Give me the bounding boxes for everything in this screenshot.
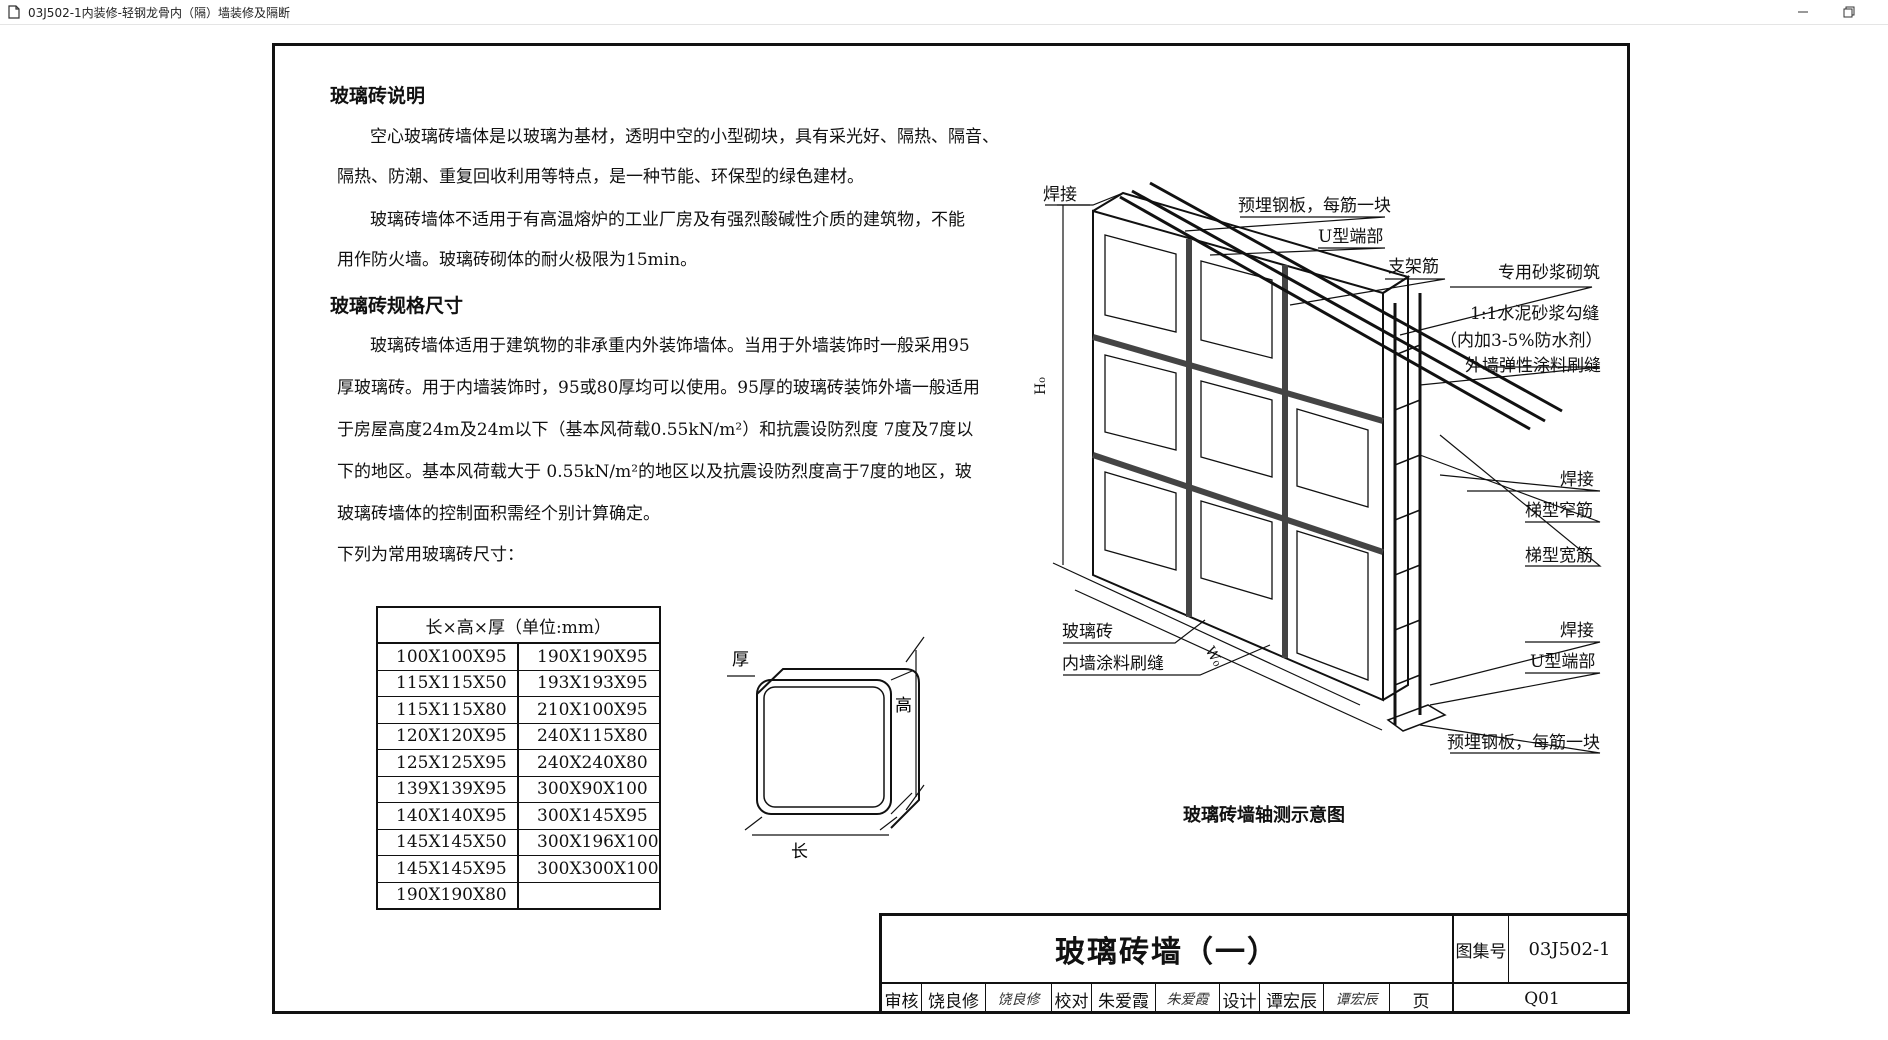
isometric-wall-drawing [1052, 181, 1563, 732]
table-cell: 210X100X95 [518, 696, 660, 724]
paragraph-line: 玻璃砖墙体适用于建筑物的非承重内外装饰墙体。当用于外墙装饰时一般采用95 [370, 336, 970, 356]
table-cell: 120X120X95 [377, 723, 519, 750]
label-embedded-plate-bottom: 预埋钢板，每筋一块 [1447, 733, 1600, 753]
table-cell: 125X125X95 [377, 749, 519, 777]
table-cell: 100X100X95 [377, 643, 519, 671]
paragraph-line: 玻璃砖墙体不适用于有高温熔炉的工业厂房及有强烈酸碱性介质的建筑物，不能 [370, 210, 965, 230]
label-interior-coating: 内墙涂料刷缝 [1062, 654, 1164, 674]
title-block: 玻璃砖墙（一） 图集号 03J502-1 审核 饶良修 饶良修 校对 朱爱霞 朱… [879, 913, 1630, 1014]
document-viewer[interactable]: 玻璃砖说明 空心玻璃砖墙体是以玻璃为基材，透明中空的小型砌块，具有采光好、隔热、… [0, 25, 1888, 1040]
label-ladder-narrow: 梯型窄筋 [1525, 501, 1593, 521]
label-u-end-top: U型端部 [1318, 227, 1383, 247]
page-label: 页 [1390, 984, 1454, 1014]
restore-icon [1843, 6, 1855, 18]
label-cement-joint-2: （内加3-5%防水剂） [1440, 331, 1603, 351]
dimension-thickness-label: 厚 [732, 650, 749, 670]
paragraph-line: 于房屋高度24m及24m以下（基本风荷载0.55kN/m²）和抗震设防烈度 7度… [337, 420, 974, 440]
table-cell: 300X145X95 [518, 802, 660, 830]
label-support-bar: 支架筋 [1388, 257, 1439, 277]
label-embedded-plate-top: 预埋钢板，每筋一块 [1238, 196, 1391, 216]
reviewer-signature: 饶良修 [986, 984, 1052, 1014]
section-heading-description: 玻璃砖说明 [330, 85, 426, 107]
paragraph-line: 空心玻璃砖墙体是以玻璃为基材，透明中空的小型砌块，具有采光好、隔热、隔音、 [370, 127, 999, 147]
label-cement-joint-1: 1:1水泥砂浆勾缝 [1470, 304, 1599, 324]
table-cell: 240X240X80 [518, 749, 660, 777]
table-cell: 115X115X80 [377, 696, 519, 724]
paragraph-line: 玻璃砖墙体的控制面积需经个别计算确定。 [337, 504, 660, 524]
table-cell: 145X145X50 [377, 829, 519, 856]
paragraph-line: 下的地区。基本风荷载大于 0.55kN/m²的地区以及抗震设防烈度高于7度的地区… [337, 462, 972, 482]
design-label: 设计 [1220, 984, 1260, 1014]
label-glass-brick: 玻璃砖 [1062, 622, 1113, 642]
drawing-title: 玻璃砖墙（一） [882, 916, 1454, 982]
dimension-height-label: 高 [895, 696, 912, 716]
minimize-button[interactable] [1780, 0, 1826, 24]
checker-signature: 朱爱霞 [1156, 984, 1220, 1014]
window-title-bar: 03J502-1内装修-轻钢龙骨内（隔）墙装修及隔断 [0, 0, 1888, 25]
atlas-number-label: 图集号 [1454, 916, 1509, 982]
dimension-length-label: 长 [791, 842, 808, 862]
table-cell: 139X139X95 [377, 776, 519, 803]
glass-block-drawing [727, 636, 925, 836]
app-document-icon [8, 5, 20, 19]
review-label: 审核 [882, 984, 922, 1014]
table-cell [518, 882, 660, 910]
diagram-caption: 玻璃砖墙轴测示意图 [1183, 804, 1345, 826]
paragraph-line: 下列为常用玻璃砖尺寸： [337, 545, 524, 565]
table-cell: 140X140X95 [377, 802, 519, 830]
label-weld-mid: 焊接 [1560, 470, 1594, 490]
minimize-icon [1798, 11, 1808, 13]
table-cell: 240X115X80 [518, 723, 660, 750]
paragraph-line: 隔热、防潮、重复回收利用等特点，是一种节能、环保型的绿色建材。 [337, 167, 864, 187]
table-cell: 300X196X100 [518, 829, 660, 856]
technical-drawings: 厚 高 长 [727, 181, 1603, 862]
paragraph-line: 厚玻璃砖。用于内墙装饰时，95或80厚均可以使用。95厚的玻璃砖装饰外墙一般适用 [337, 378, 980, 398]
reviewer-name: 饶良修 [922, 984, 986, 1014]
table-cell: 193X193X95 [518, 670, 660, 697]
table-cell: 115X115X50 [377, 670, 519, 697]
label-weld-bottom: 焊接 [1560, 621, 1594, 641]
label-u-end-bottom: U型端部 [1530, 652, 1595, 672]
table-cell: 300X300X100 [518, 855, 660, 883]
table-header: 长×高×厚（单位:mm） [377, 607, 660, 644]
label-h0: H₀ [1033, 377, 1049, 395]
restore-button[interactable] [1826, 0, 1872, 24]
page-number: Q01 [1524, 989, 1560, 1009]
leader-lines [1045, 192, 1602, 754]
label-weld-top: 焊接 [1043, 185, 1077, 205]
signature-row: 审核 饶良修 饶良修 校对 朱爱霞 朱爱霞 设计 谭宏辰 谭宏辰 页 Q01 [882, 982, 1630, 1014]
designer-name: 谭宏辰 [1260, 984, 1324, 1014]
label-ladder-wide: 梯型宽筋 [1525, 546, 1593, 566]
drawing-sheet [272, 43, 1630, 1014]
table-row: 190X190X80 [377, 882, 660, 910]
section-heading-sizes: 玻璃砖规格尺寸 [330, 295, 464, 317]
table-cell: 190X190X95 [518, 643, 660, 671]
table-cell: 145X145X95 [377, 855, 519, 883]
label-exterior-coating: 外墙弹性涂料刷缝 [1465, 356, 1601, 376]
checker-name: 朱爱霞 [1092, 984, 1156, 1014]
atlas-number: 03J502-1 [1528, 938, 1611, 960]
window-title: 03J502-1内装修-轻钢龙骨内（隔）墙装修及隔断 [28, 5, 291, 20]
label-mortar: 专用砂浆砌筑 [1498, 263, 1600, 283]
table-cell: 190X190X80 [377, 882, 519, 910]
paragraph-line: 用作防火墙。玻璃砖砌体的耐火极限为15min。 [337, 250, 698, 270]
designer-signature: 谭宏辰 [1324, 984, 1390, 1014]
check-label: 校对 [1052, 984, 1092, 1014]
table-cell: 300X90X100 [518, 776, 660, 803]
